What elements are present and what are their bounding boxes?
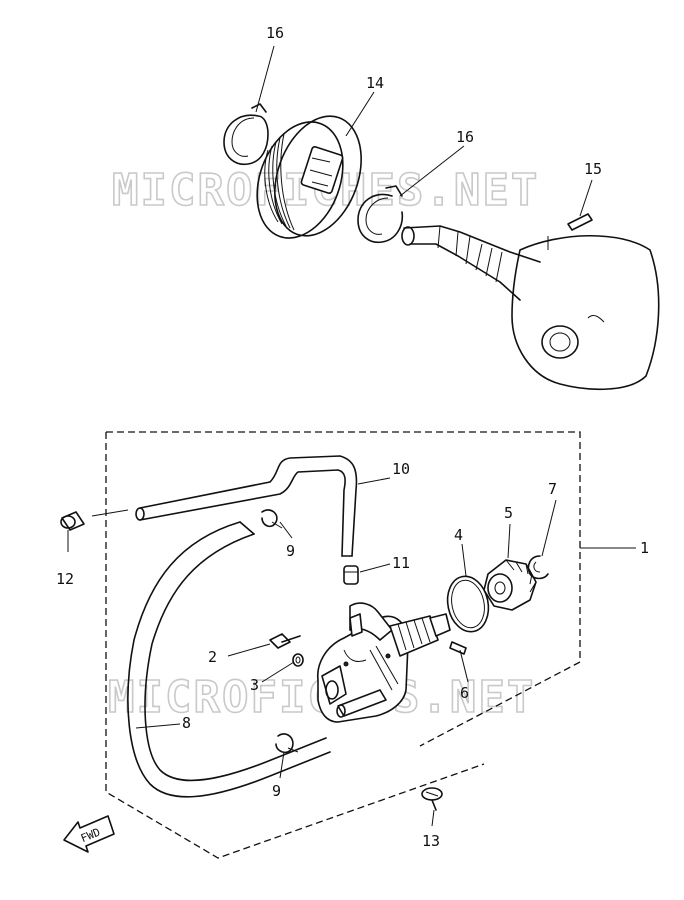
forward-arrow: FWD (63, 815, 115, 853)
cap-12 (60, 511, 85, 531)
callout-12: 12 (56, 570, 74, 588)
callout-13: 13 (422, 832, 440, 850)
drive-gear-5 (483, 559, 537, 611)
washer-3 (292, 653, 304, 667)
bolt-2 (269, 633, 301, 649)
o-ring-4 (446, 575, 490, 633)
callout-14: 14 (366, 74, 384, 92)
assembly-boundary (105, 431, 581, 859)
callout-9-upper: 9 (286, 542, 295, 560)
callout-5: 5 (504, 504, 513, 522)
oil-pump-body (317, 602, 451, 723)
callout-1: 1 (640, 539, 649, 557)
hose-10 (135, 455, 358, 557)
callout-16-right: 16 (456, 128, 474, 146)
dowel-pin-top (567, 213, 593, 231)
crankshaft (401, 225, 660, 391)
callout-16-left: 16 (266, 24, 284, 42)
circlip-7 (527, 555, 549, 580)
dowel-pin-6 (449, 641, 467, 655)
hose-8 (127, 521, 331, 798)
hose-clip-lower (275, 733, 299, 754)
callout-11: 11 (392, 554, 410, 572)
callout-9-lower: 9 (272, 782, 281, 800)
callout-15: 15 (584, 160, 602, 178)
callout-8: 8 (182, 714, 191, 732)
callout-10: 10 (392, 460, 410, 478)
screw-13 (421, 787, 443, 811)
callout-7: 7 (548, 480, 557, 498)
callout-4: 4 (454, 526, 463, 544)
circlip-left (223, 103, 269, 166)
circlip-right (357, 185, 404, 244)
drive-pulley (256, 115, 362, 239)
callout-3: 3 (250, 676, 259, 694)
hose-clip-upper (261, 509, 283, 529)
callout-2: 2 (208, 648, 217, 666)
leader-lines (67, 45, 636, 827)
joint-11 (343, 565, 359, 585)
callout-6: 6 (460, 684, 469, 702)
